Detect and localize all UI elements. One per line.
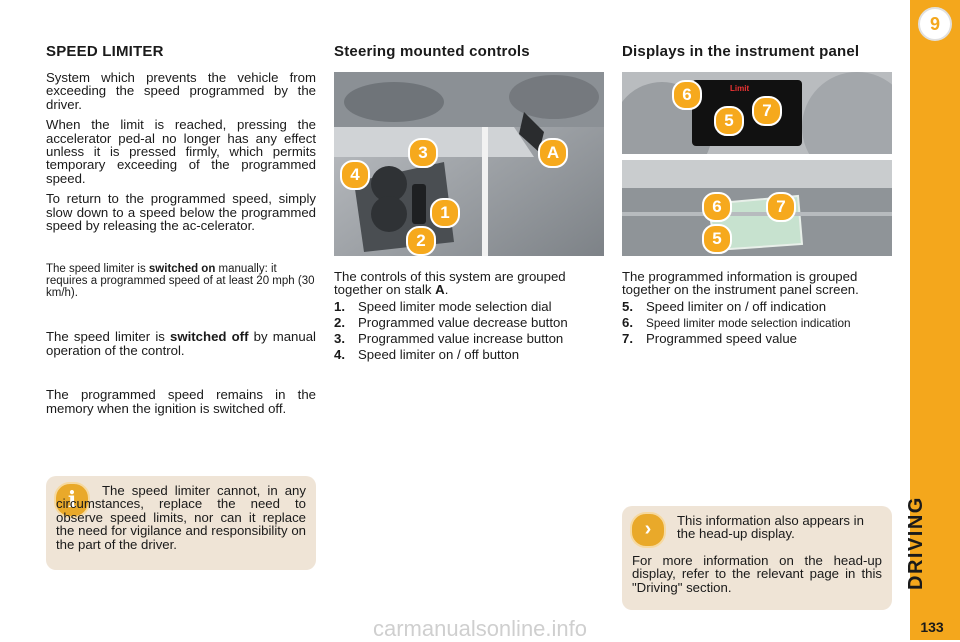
- steering-controls-illustration: 3 4 A 1 2: [334, 72, 604, 256]
- item-text: Speed limiter on / off indication: [646, 299, 827, 314]
- paragraph-switched-off: The speed limiter is switched off by man…: [46, 330, 316, 357]
- badge-4: 4: [340, 160, 370, 190]
- badge-7-hud: 7: [766, 192, 796, 222]
- list-item: 2. Programmed value decrease button: [334, 315, 604, 331]
- item-number: 1.: [334, 299, 345, 314]
- badge-5: 5: [714, 106, 744, 136]
- chapter-tab: [910, 0, 960, 640]
- display-list: 5. Speed limiter on / off indication 6. Sp…: [622, 299, 892, 347]
- badge-a: A: [538, 138, 568, 168]
- arrow-right-icon: ›: [630, 512, 666, 548]
- info-box-head-up: › This information also appears in the h…: [622, 506, 892, 610]
- item-text: Programmed speed value: [646, 331, 798, 346]
- badge-6-hud: 6: [702, 192, 732, 222]
- info-box-warning: i The speed limiter cannot, in any circu…: [46, 476, 316, 570]
- badge-6: 6: [672, 80, 702, 110]
- display-intro: The programmed information is grouped to…: [622, 269, 859, 298]
- stalk-intro-text: The controls of this system are grouped …: [334, 269, 566, 298]
- item-text: Programmed value increase button: [358, 331, 564, 346]
- list-item: 1. Speed limiter mode selection dial: [334, 299, 604, 315]
- item-number: 7.: [622, 331, 633, 346]
- screen-limit-label: Limit: [730, 84, 750, 93]
- section-heading-displays: Displays in the instrument panel: [622, 43, 860, 60]
- info-icon: i: [54, 482, 90, 518]
- info-head-up-text: This information also appears in the hea…: [677, 513, 864, 542]
- paragraph-return-speed: To return to the programmed speed, simpl…: [46, 191, 316, 234]
- list-item: 3. Programmed value increase button: [334, 331, 604, 347]
- item-number: 3.: [334, 331, 345, 346]
- badge-5-hud: 5: [702, 224, 732, 254]
- list-item: 4. Speed limiter on / off button: [334, 347, 604, 363]
- paragraph-intro: System which prevents the vehicle from e…: [46, 70, 316, 112]
- watermark: carmanualsonline.info: [372, 616, 588, 641]
- switched-off-text-c: by manual operation of the control.: [46, 329, 316, 358]
- chapter-number: 9: [929, 14, 940, 34]
- section-heading-steering-controls: Steering mounted controls: [334, 43, 530, 60]
- chapter-title: DRIVING: [905, 496, 927, 590]
- badge-2: 2: [406, 226, 436, 256]
- info-warning-text: The speed limiter cannot, in any circums…: [56, 483, 306, 552]
- paragraph-limit-reached: When the limit is reached, pressing the …: [46, 117, 316, 186]
- head-up-display-illustration: 6 7 5: [622, 160, 892, 256]
- stalk-intro-end: .: [444, 282, 449, 298]
- item-number: 2.: [334, 315, 345, 330]
- info-head-up-more: For more information on the head-up disp…: [632, 553, 882, 595]
- item-text: Speed limiter on / off button: [358, 347, 520, 362]
- item-number: 6.: [622, 315, 633, 330]
- steering-stalk-drawing: [334, 72, 604, 256]
- list-item: 7. Programmed speed value: [622, 331, 892, 347]
- section-heading-speed-limiter: SPEED LIMITER: [46, 43, 164, 60]
- middle-column-text: The controls of this system are grouped …: [334, 270, 604, 297]
- item-number: 5.: [622, 299, 633, 314]
- paragraph-switched-on: The speed limiter is switched on manuall…: [46, 263, 316, 299]
- paragraph-memory: The programmed speed remains in the memo…: [46, 387, 316, 416]
- switched-on-bold: switched on: [148, 263, 216, 276]
- item-text: Programmed value decrease button: [358, 315, 568, 330]
- item-text: Speed limiter mode selection indication: [646, 316, 851, 330]
- switched-off-text-a: The speed limiter is: [46, 329, 171, 345]
- list-item: 6. Speed limiter mode selection indicatio…: [622, 315, 892, 331]
- list-item: 5. Speed limiter on / off indication: [622, 299, 892, 315]
- right-column-text: The programmed information is grouped to…: [622, 270, 892, 297]
- switched-off-bold: switched off: [170, 329, 249, 345]
- page-number: 133: [910, 617, 954, 637]
- stalk-intro: The controls of this system are grouped …: [334, 270, 604, 297]
- badge-7: 7: [752, 96, 782, 126]
- instrument-panel-illustration: Limit 6 5 7: [622, 72, 892, 156]
- badge-1: 1: [430, 198, 460, 228]
- head-up-display-drawing: [622, 160, 892, 256]
- switched-on-text-a: The speed limiter is: [46, 263, 149, 276]
- item-number: 4.: [334, 347, 345, 362]
- stalk-label-a: A: [435, 282, 445, 298]
- controls-list: 1. Speed limiter mode selection dial 2. Pr…: [334, 299, 604, 363]
- left-column-text: System which prevents the vehicle from e…: [46, 71, 316, 415]
- switched-on-text-c: manually: it requires a programmed speed…: [46, 263, 315, 300]
- item-text: Speed limiter mode selection dial: [358, 299, 552, 314]
- badge-3: 3: [408, 138, 438, 168]
- chapter-number-icon: 9: [918, 7, 952, 41]
